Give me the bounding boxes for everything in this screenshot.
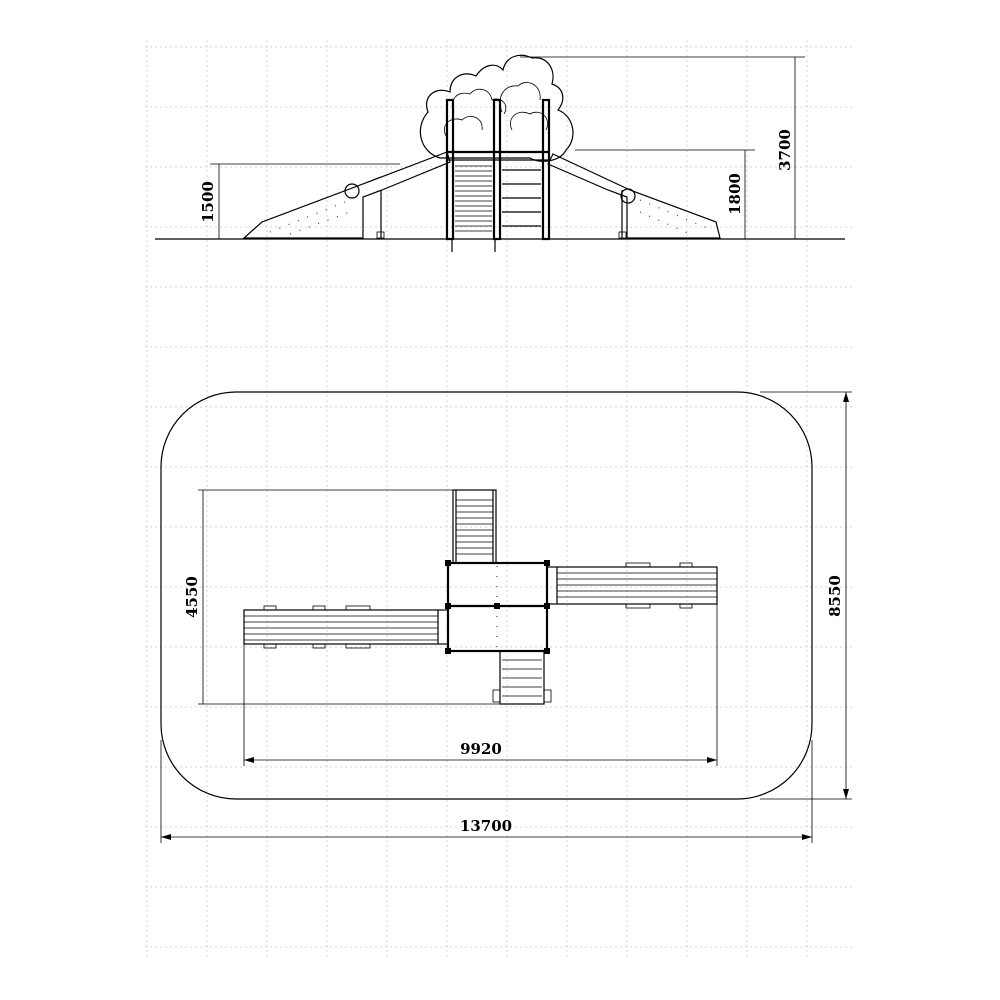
side-stair xyxy=(451,165,496,252)
dim-label-4550: 4550 xyxy=(183,576,201,618)
dim-label-8550: 8550 xyxy=(826,575,844,617)
tree-canopy-roof xyxy=(419,54,574,162)
dim-label-1800: 1800 xyxy=(726,173,744,215)
dimension-1800: 1800 xyxy=(575,149,755,239)
plan-right-slide xyxy=(546,562,718,609)
dimension-3700: 3700 xyxy=(520,56,805,239)
right-slide xyxy=(547,153,721,239)
dim-label-3700: 3700 xyxy=(776,129,794,171)
side-ladder xyxy=(502,169,541,227)
tower-frame xyxy=(445,98,551,241)
dimension-4550: 4550 xyxy=(183,489,500,705)
background-grid xyxy=(145,40,855,960)
plan-view: 4550 9920 13700 8550 xyxy=(160,391,852,843)
dim-label-1500: 1500 xyxy=(199,181,217,223)
left-slide xyxy=(242,151,451,239)
dimension-9920: 9920 xyxy=(243,604,718,766)
central-platforms xyxy=(445,560,550,654)
safety-zone-outline xyxy=(160,391,813,800)
dimension-13700: 13700 xyxy=(160,740,813,843)
plan-bottom-ladder xyxy=(492,650,552,705)
side-elevation-view: 1500 1800 3700 xyxy=(155,54,845,252)
dimension-1500: 1500 xyxy=(199,163,400,239)
dimension-8550: 8550 xyxy=(760,391,852,800)
dim-label-9920: 9920 xyxy=(460,740,502,758)
plan-left-slide xyxy=(243,605,449,649)
plan-top-stair xyxy=(452,489,497,564)
dim-label-13700: 13700 xyxy=(460,817,512,835)
